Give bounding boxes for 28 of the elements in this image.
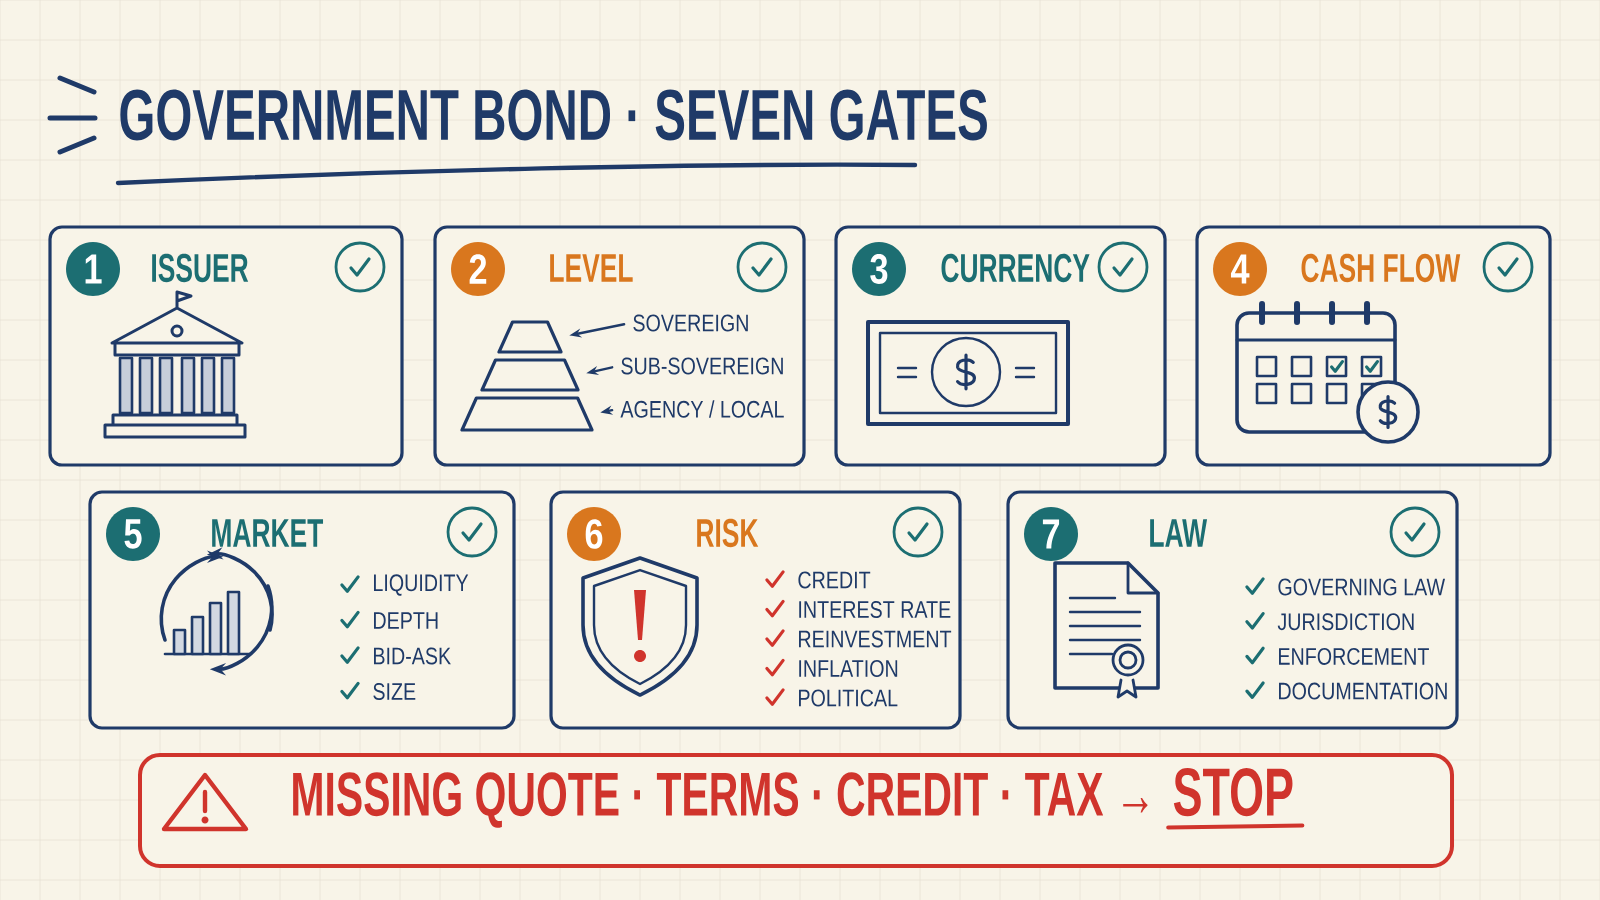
number-badge: 4 <box>1213 242 1267 296</box>
checklist-item: LIQUIDITY <box>340 574 469 596</box>
checklist-item: CREDIT <box>765 570 871 589</box>
number-badge: 1 <box>66 242 120 296</box>
tier-label: SOVEREIGN <box>633 314 748 332</box>
warning-banner: MISSING QUOTE · TERMS · CREDIT · TAX → STOP <box>138 753 1454 868</box>
number-badge: 3 <box>852 242 906 296</box>
pyramid-tier <box>460 396 594 432</box>
checklist-item: DEPTH <box>340 610 438 629</box>
checklist-item: REINVESTMENT <box>765 629 952 648</box>
checklist-item: ENFORCEMENT <box>1245 646 1429 665</box>
tier-label: AGENCY / LOCAL <box>620 400 784 418</box>
checklist-item: SIZE <box>340 681 416 700</box>
number-badge: 2 <box>451 242 505 296</box>
checklist-item: DOCUMENTATION <box>1245 681 1447 700</box>
checklist-item: INFLATION <box>765 658 898 677</box>
tier-label: SUB-SOVEREIGN <box>621 357 783 375</box>
checklist-item: GOVERNING LAW <box>1245 577 1445 596</box>
checklist-item: POLITICAL <box>765 688 898 707</box>
checklist-item: BID-ASK <box>340 646 451 665</box>
checklist-item: JURISDICTION <box>1245 612 1414 631</box>
pyramid-tier <box>480 358 580 392</box>
checklist-item: INTEREST RATE <box>765 599 951 618</box>
number-badge: 7 <box>1024 507 1078 561</box>
pyramid-tier <box>497 320 563 354</box>
number-badge: 6 <box>567 507 621 561</box>
title: GOVERNMENT BOND · SEVEN GATES <box>120 89 987 141</box>
number-badge: 5 <box>106 507 160 561</box>
